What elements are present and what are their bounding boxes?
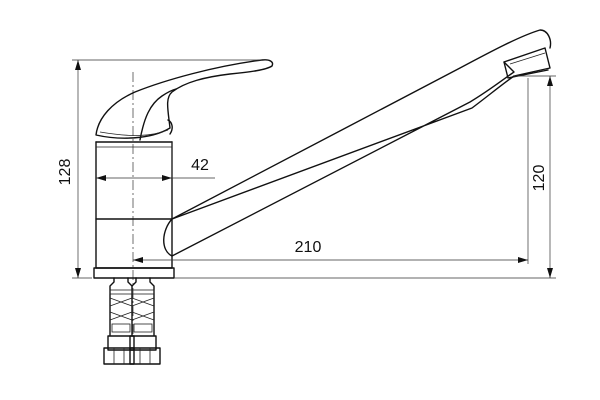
dimension-body-width: 42 bbox=[96, 142, 215, 181]
spout bbox=[163, 29, 552, 257]
supply-hoses bbox=[109, 277, 155, 336]
dimension-label-spout-height: 120 bbox=[531, 165, 548, 192]
handle-lever bbox=[95, 59, 274, 141]
faucet-body bbox=[95, 141, 173, 269]
hose-nuts bbox=[103, 335, 161, 365]
dimension-label-total-height: 128 bbox=[57, 159, 74, 186]
dimension-spout-height: 120 bbox=[174, 75, 556, 279]
dimension-label-body-width: 42 bbox=[191, 157, 209, 174]
dimension-label-spout-reach: 210 bbox=[295, 239, 322, 256]
dimension-total-height: 128 bbox=[57, 59, 262, 279]
dimension-spout-reach: 210 bbox=[133, 78, 529, 264]
base-plate bbox=[93, 267, 175, 279]
